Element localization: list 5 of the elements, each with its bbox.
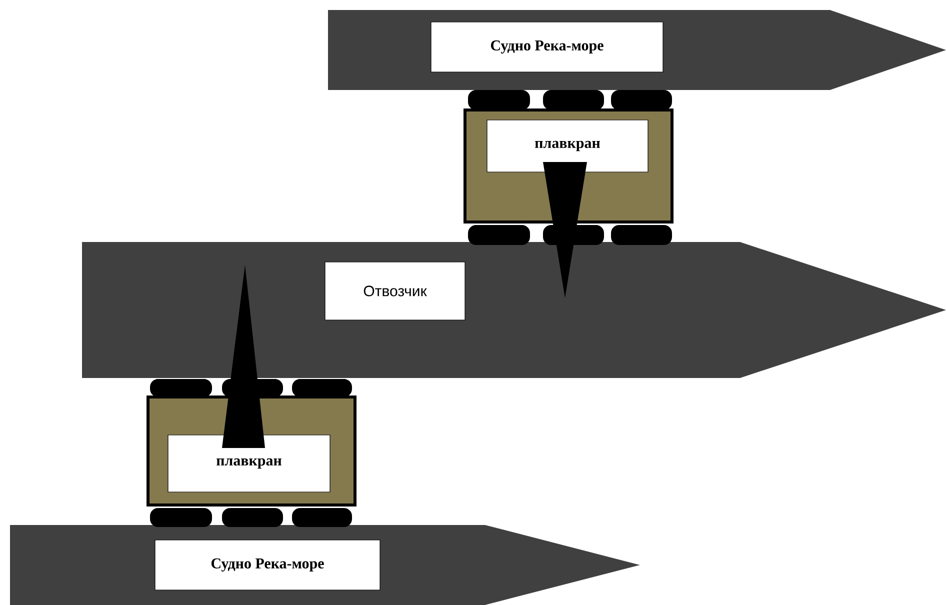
ship-drawing: Судно Река-море	[10, 525, 640, 605]
crane-drawing: плавкран	[146, 265, 356, 527]
crane-drawing: плавкран	[464, 90, 674, 298]
ship-drawing: Судно Река-море	[328, 10, 946, 90]
ship-drawing: Отвозчик	[82, 242, 946, 378]
